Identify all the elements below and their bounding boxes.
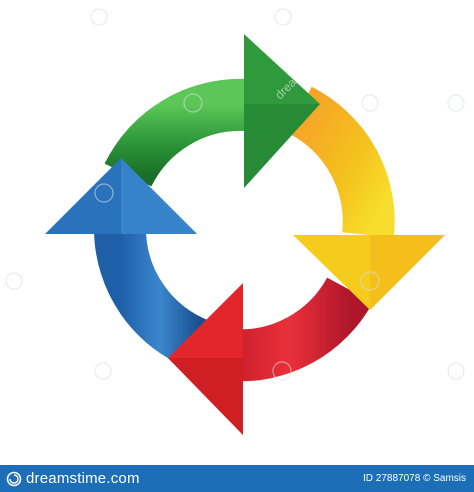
cycle-arrows-illustration: dreamstime xyxy=(5,8,465,435)
yellow-arrow-head-shade xyxy=(370,235,445,310)
arrow-heads xyxy=(45,34,445,435)
watermark-pattern xyxy=(5,8,465,381)
ring-segments xyxy=(94,78,395,382)
red-arrow-head-shade xyxy=(168,358,243,435)
red-ring-segment xyxy=(227,276,373,382)
brand-text: dreamstime.com xyxy=(26,470,140,487)
blue-ring-segment xyxy=(94,228,211,370)
green-ring-segment xyxy=(104,78,246,188)
blue-arrow-head-shade xyxy=(121,158,197,234)
brand-logo: dreamstime.com xyxy=(6,470,140,487)
yellow-ring-segment xyxy=(287,86,395,238)
image-credit: ID 27887078 © Samsis xyxy=(363,473,466,484)
footer-bar: dreamstime.com ID 27887078 © Samsis xyxy=(0,465,474,492)
dreamstime-swirl-icon xyxy=(6,471,22,486)
green-arrow-head-shade xyxy=(244,104,320,188)
